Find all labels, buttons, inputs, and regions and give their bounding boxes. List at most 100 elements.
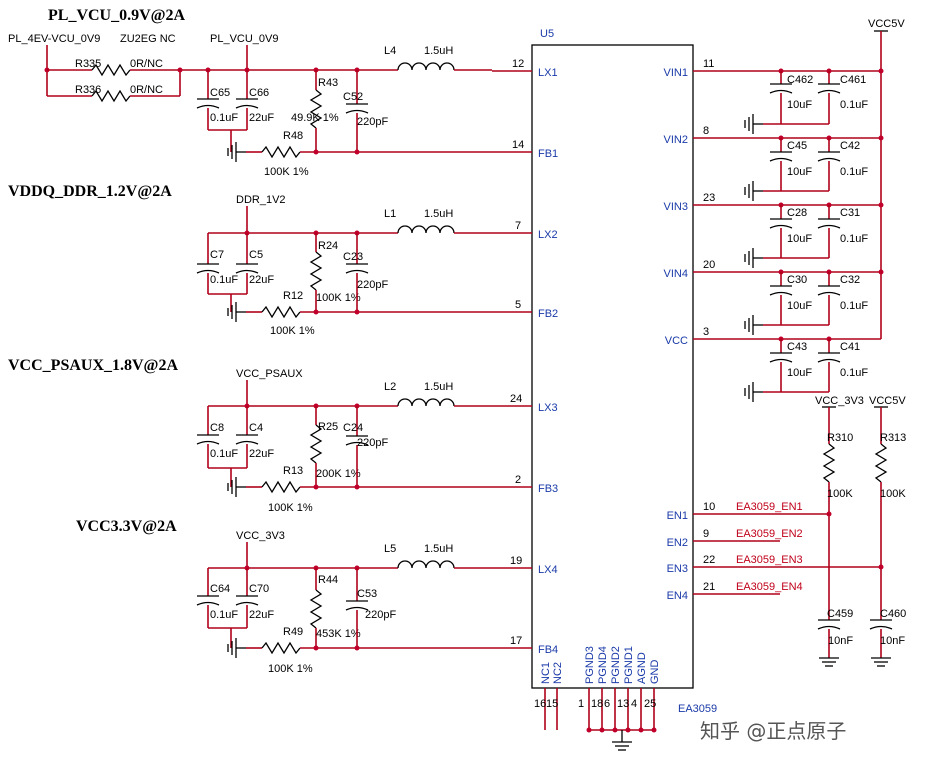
svg-text:16: 16: [534, 698, 546, 710]
svg-text:VIN3: VIN3: [664, 201, 688, 213]
svg-text:10nF: 10nF: [880, 635, 905, 647]
svg-text:22uF: 22uF: [249, 112, 274, 124]
svg-text:15: 15: [546, 698, 558, 710]
ic-part: EA3059: [678, 703, 717, 715]
svg-text:6: 6: [604, 698, 610, 710]
svg-text:C7: C7: [210, 249, 224, 261]
svg-text:AGND: AGND: [636, 652, 648, 684]
svg-text:10uF: 10uF: [787, 367, 812, 379]
svg-text:C64: C64: [210, 583, 230, 595]
en4-net: EA3059_EN4: [736, 581, 803, 593]
vcc5v-label: VCC5V: [868, 18, 905, 30]
en2-net: EA3059_EN2: [736, 528, 803, 540]
input-net-label: PL_4EV-VCU_0V9: [8, 33, 100, 45]
svg-text:C30: C30: [787, 274, 807, 286]
svg-text:R313: R313: [880, 432, 906, 444]
r336-ref: R336: [75, 84, 101, 96]
svg-text:100K 1%: 100K 1%: [268, 502, 313, 514]
en1-net: EA3059_EN1: [736, 501, 803, 513]
svg-text:200K 1%: 200K 1%: [316, 468, 361, 480]
svg-text:EN4: EN4: [667, 590, 688, 602]
svg-text:C462: C462: [787, 74, 813, 86]
channel-title: VCC_PSAUX_1.8V@2A: [8, 357, 178, 374]
watermark: 知乎 @正点原子: [700, 719, 846, 743]
svg-text:PGND2: PGND2: [610, 646, 622, 684]
svg-text:220pF: 220pF: [365, 609, 396, 621]
svg-text:C460: C460: [880, 608, 906, 620]
svg-text:19: 19: [510, 555, 522, 567]
svg-text:14: 14: [512, 139, 524, 151]
svg-text:49.9K 1%: 49.9K 1%: [291, 112, 339, 124]
r335-value: 0R/NC: [130, 58, 163, 70]
svg-text:C53: C53: [357, 588, 377, 600]
svg-text:10uF: 10uF: [787, 99, 812, 111]
svg-text:C70: C70: [249, 583, 269, 595]
en-rail-b: VCC5V: [869, 395, 906, 407]
svg-text:R25: R25: [318, 421, 338, 433]
svg-text:100K: 100K: [827, 488, 853, 500]
vin-cap-row-1: C462 10uF C461 0.1uF: [733, 68, 884, 135]
svg-text:C24: C24: [343, 422, 363, 434]
svg-text:R49: R49: [283, 626, 303, 638]
svg-text:C4: C4: [249, 422, 263, 434]
svg-text:0.1uF: 0.1uF: [840, 367, 868, 379]
svg-text:10: 10: [703, 501, 715, 513]
svg-text:220pF: 220pF: [357, 279, 388, 291]
ic-u5: U5 EA3059: [531, 28, 717, 715]
svg-text:C5: C5: [249, 249, 263, 261]
svg-text:C459: C459: [827, 608, 853, 620]
enable-network: VCC_3V3 VCC5V R310 100K R313 100K EA3059…: [733, 395, 906, 667]
svg-text:VCC: VCC: [665, 335, 688, 347]
svg-text:100K 1%: 100K 1%: [268, 663, 313, 675]
svg-text:20: 20: [703, 259, 715, 271]
en-rail-a: VCC_3V3: [815, 395, 864, 407]
svg-text:0.1uF: 0.1uF: [210, 448, 238, 460]
ic-ref: U5: [540, 28, 554, 40]
svg-text:FB4: FB4: [538, 644, 558, 656]
svg-text:21: 21: [703, 581, 715, 593]
channel-pl-vcu: PL_VCU_0.9V@2A PL_VCU_0V9 PL_4EV-VCU_0V9…: [8, 7, 492, 178]
vin-cap-row-3: C28 10uF C31 0.1uF: [733, 202, 884, 269]
svg-text:0.1uF: 0.1uF: [210, 274, 238, 286]
svg-text:EN2: EN2: [667, 537, 688, 549]
svg-text:220pF: 220pF: [357, 116, 388, 128]
l4-value: 1.5uH: [424, 45, 453, 57]
svg-text:FB2: FB2: [538, 308, 558, 320]
svg-text:FB1: FB1: [538, 148, 558, 160]
svg-text:R44: R44: [318, 574, 338, 586]
svg-text:R48: R48: [283, 130, 303, 142]
svg-text:VIN2: VIN2: [664, 134, 688, 146]
svg-text:100K: 100K: [880, 488, 906, 500]
rail-label: PL_VCU_0V9: [210, 33, 279, 45]
svg-text:C8: C8: [210, 422, 224, 434]
vin-decoupling: VCC5V C462 10uF C461 0.1uF C45 10uF C42 …: [733, 18, 905, 403]
svg-text:0.1uF: 0.1uF: [840, 99, 868, 111]
svg-text:10uF: 10uF: [787, 233, 812, 245]
rail-label: VCC_3V3: [236, 530, 285, 542]
l4-ref: L4: [384, 45, 396, 57]
svg-text:1.5uH: 1.5uH: [424, 208, 453, 220]
svg-text:PGND3: PGND3: [584, 646, 596, 684]
svg-text:100K 1%: 100K 1%: [270, 325, 315, 337]
vin-cap-row-2: C45 10uF C42 0.1uF: [733, 135, 884, 202]
svg-text:24: 24: [510, 393, 522, 405]
svg-text:L1: L1: [384, 208, 396, 220]
svg-text:C45: C45: [787, 140, 807, 152]
svg-text:L5: L5: [384, 543, 396, 555]
svg-text:0.1uF: 0.1uF: [210, 112, 238, 124]
svg-text:C461: C461: [840, 74, 866, 86]
svg-text:8: 8: [703, 125, 709, 137]
vin-cap-row-5: C43 10uF C41 0.1uF: [744, 336, 868, 403]
